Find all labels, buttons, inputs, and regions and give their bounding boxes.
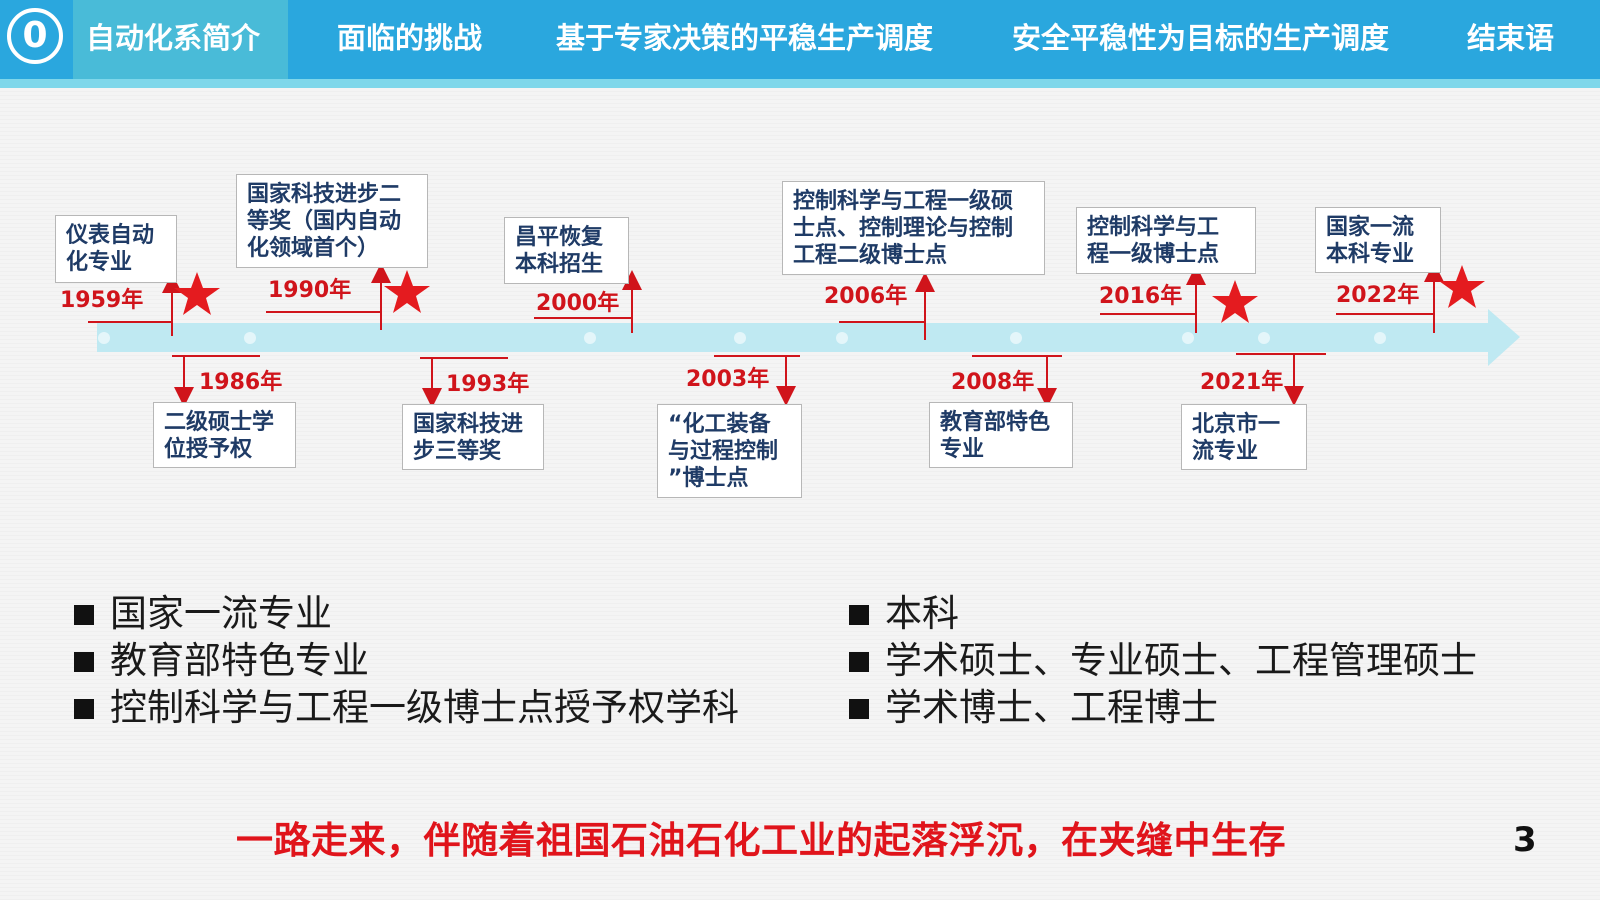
connector-2003 [714,355,800,406]
top-nav: 0 自动化系简介 面临的挑战 基于专家决策的平稳生产调度 安全平稳性为目标的生产… [0,0,1600,88]
connector-1986 [172,355,260,407]
bullet-list-achievements: 国家一流专业 教育部特色专业 控制科学与工程一级博士点授予权学科 [74,590,739,731]
event-box-2008: 教育部特色 专业 [929,402,1073,468]
page-number: 3 [1513,820,1537,860]
slogan: 一路走来，伴随着祖国石油石化工业的起落浮沉，在夹缝中生存 [236,819,1286,862]
year-label-2006: 2006年 [824,284,908,309]
connector-2008 [972,355,1062,408]
connector-1990 [266,263,391,330]
connector-1993 [420,357,508,408]
list-item: 控制科学与工程一级博士点授予权学科 [74,684,739,731]
event-box-2000: 昌平恢复 本科招生 [504,217,629,284]
red-star-icon [1212,280,1258,323]
year-label-2022: 2022年 [1336,283,1420,308]
year-label-1990: 1990年 [268,278,352,303]
red-star-icon [1439,265,1485,308]
event-box-2021: 北京市一 流专业 [1181,404,1307,470]
year-label-2000: 2000年 [536,291,620,316]
tab-safety-scheduling[interactable]: 安全平稳性为目标的生产调度 [1012,21,1390,55]
year-label-2003: 2003年 [686,367,770,392]
tab-expert-scheduling[interactable]: 基于专家决策的平稳生产调度 [556,21,934,55]
connector-2006 [839,272,935,340]
connector-2000 [534,270,642,333]
connector-2016 [1100,265,1206,333]
timeline-bar [97,309,1520,366]
year-label-2021: 2021年 [1200,370,1284,395]
list-item: 学术硕士、专业硕士、工程管理硕士 [849,637,1477,684]
list-item: 国家一流专业 [74,590,739,637]
bullet-list-degrees: 本科 学术硕士、专业硕士、工程管理硕士 学术博士、工程博士 [849,590,1477,731]
tab-challenges[interactable]: 面临的挑战 [337,21,483,55]
year-label-1959: 1959年 [60,288,144,313]
event-box-1990: 国家科技进步二 等奖（国内自动 化领域首个） [236,174,428,268]
section-number-badge: 0 [7,8,63,64]
list-item: 学术博士、工程博士 [849,684,1477,731]
year-label-2008: 2008年 [951,370,1035,395]
red-star-icon [174,272,220,315]
list-item: 本科 [849,590,1477,637]
tab-label: 自动化系简介 [86,21,261,55]
tab-conclusion[interactable]: 结束语 [1467,21,1555,55]
tab-intro[interactable]: 自动化系简介 [73,0,288,79]
connector-2022 [1336,262,1444,333]
event-box-1986: 二级硕士学 位授予权 [153,402,296,468]
year-label-2016: 2016年 [1099,284,1183,309]
event-box-1993: 国家科技进 步三等奖 [402,404,544,470]
connector-1959 [88,273,182,336]
timeline-dots [98,332,1386,344]
event-box-2016: 控制科学与工 程一级博士点 [1076,207,1256,274]
year-label-1986: 1986年 [199,370,283,395]
red-star-icon [384,270,430,313]
connector-2021 [1236,353,1326,406]
event-box-2003: “化工装备 与过程控制 ”博士点 [657,404,802,498]
event-box-2022: 国家一流 本科专业 [1315,207,1441,273]
event-box-2006: 控制科学与工程一级硕 士点、控制理论与控制 工程二级博士点 [782,181,1045,275]
event-box-1959: 仪表自动 化专业 [55,215,177,283]
year-label-1993: 1993年 [446,372,530,397]
list-item: 教育部特色专业 [74,637,739,684]
